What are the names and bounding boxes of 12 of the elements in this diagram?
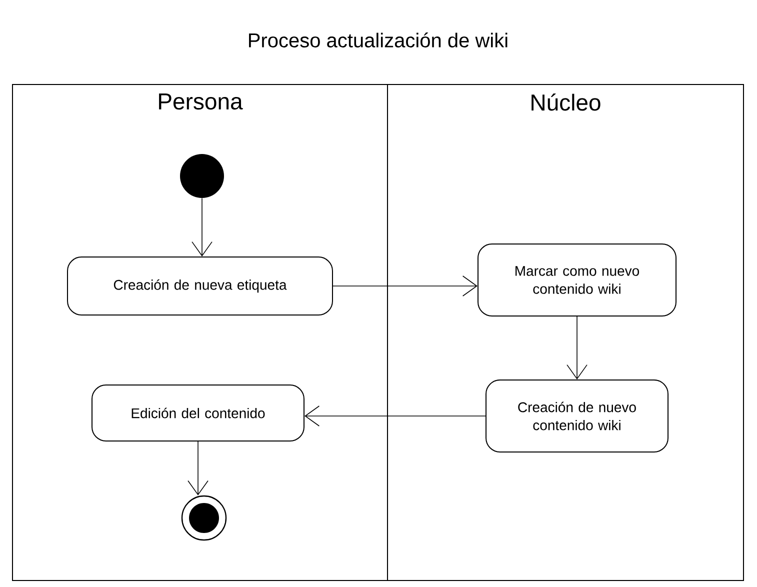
title: Proceso actualización de wiki [249,32,508,48]
arrow [188,441,208,496]
arrow [192,198,212,256]
final-node [181,495,227,541]
arrow [332,276,478,296]
activity-box: Marcar como nuevo contenido wiki [478,244,676,316]
arrow [566,316,588,380]
initial-node [180,154,224,198]
activity-box: Creación de nueva etiqueta [67,256,333,316]
activity-box: Creación de nuevo contenido wiki [486,380,668,452]
activity-box: Edición del contenido [92,384,304,442]
arrow [304,406,486,426]
